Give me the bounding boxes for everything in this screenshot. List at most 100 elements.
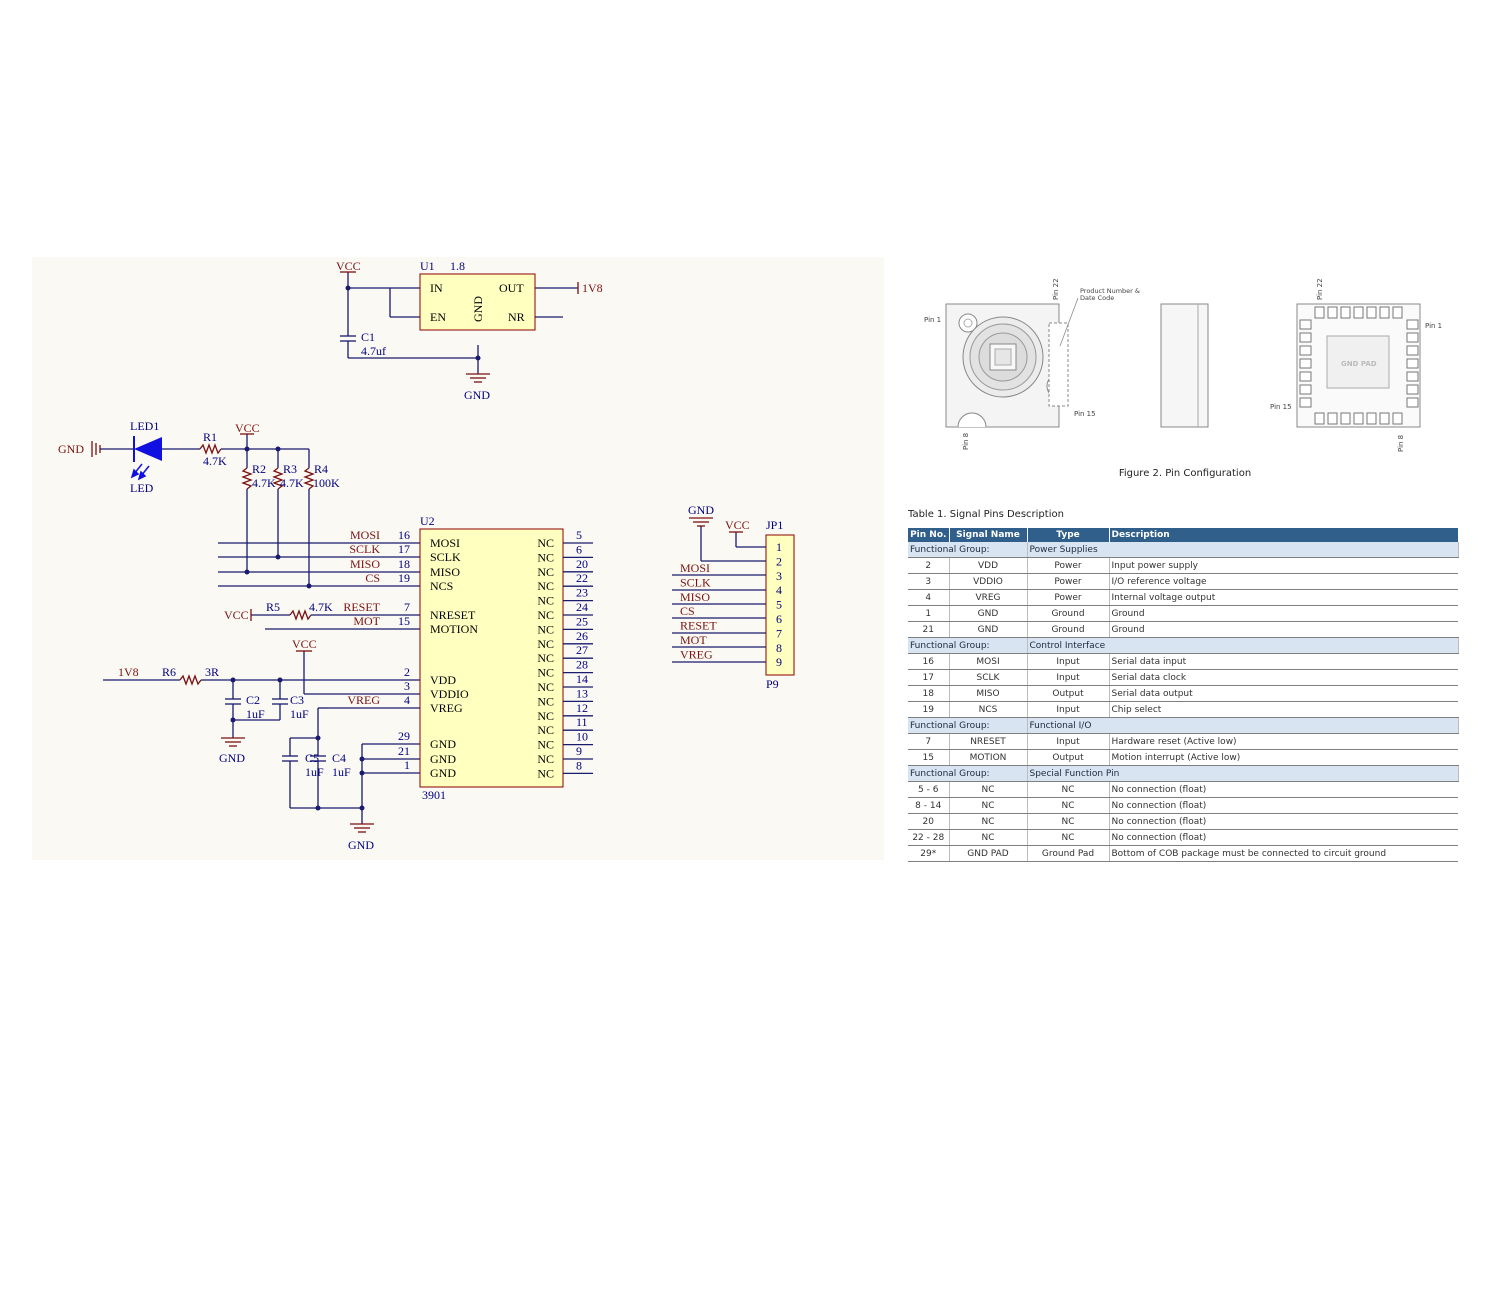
product-number-label: Product Number & <box>1080 287 1140 295</box>
signal-pins-table: Pin No. Signal Name Type Description Fun… <box>908 528 1459 862</box>
pad-icon <box>1314 306 1325 319</box>
nc-pin-number: 11 <box>576 715 588 729</box>
cell-type: Input <box>1027 701 1110 718</box>
pad-icon <box>1327 412 1338 425</box>
u1-ref: U1 <box>420 259 435 273</box>
r1-value: 4.7K <box>203 454 227 468</box>
cell-signal-name: MISO <box>949 685 1028 702</box>
nc-pin-number: 22 <box>576 571 588 585</box>
cell-pin-no: 22 - 28 <box>908 829 950 846</box>
cell-signal-name: GND <box>949 621 1028 638</box>
pad-icon <box>1299 332 1312 343</box>
cell-signal-name: NRESET <box>949 733 1028 750</box>
nc-pin-number: 26 <box>576 629 588 643</box>
u2-net-label: MOSI <box>350 528 380 542</box>
u2-pin-number: 19 <box>398 571 410 585</box>
cell-signal-name: MOTION <box>949 749 1028 766</box>
cell-description: Ground <box>1109 605 1458 622</box>
led-label: LED <box>130 481 154 495</box>
net-1v8-label: 1V8 <box>118 665 139 679</box>
pad-icon <box>1299 371 1312 382</box>
jp1-net-label: MOSI <box>680 561 710 575</box>
jp1-gnd-label: GND <box>688 503 714 517</box>
cell-type: Power <box>1027 573 1110 590</box>
pad-icon <box>1406 319 1419 330</box>
nc-pin-number: 6 <box>576 542 582 556</box>
nc-pin-name: NC <box>537 651 554 665</box>
cell-pin-no: 8 - 14 <box>908 797 950 814</box>
cell-signal-name: SCLK <box>949 669 1028 686</box>
nc-pin-name: NC <box>537 550 554 564</box>
group-row: Functional Group:Control Interface <box>908 637 1459 654</box>
u1-pin-nr: NR <box>508 310 525 324</box>
figure-caption: Figure 2. Pin Configuration <box>1118 468 1252 479</box>
cell-pin-no: 2 <box>908 557 950 574</box>
nc-pin-name: NC <box>537 752 554 766</box>
bottom-pin1-label: Pin 1 <box>1425 322 1442 330</box>
cell-signal-name: NC <box>949 813 1028 830</box>
group-row: Functional Group:Special Function Pin <box>908 765 1459 782</box>
cell-signal-name: GND <box>949 605 1028 622</box>
u2-part: 3901 <box>422 788 446 802</box>
jp1-pin-number: 7 <box>776 626 782 640</box>
r5-value: 4.7K <box>309 600 333 614</box>
u2-pin-name: GND <box>430 737 456 751</box>
pad-icon <box>1299 397 1312 408</box>
nc-pin-number: 28 <box>576 658 588 672</box>
jp1-net-label: SCLK <box>680 575 711 589</box>
u2-pin-name: MOSI <box>430 536 460 550</box>
pin-configuration-figure: Pin 22 Pin 1 Pin 15 Pin 8 Product Number… <box>924 278 1442 452</box>
cell-description: Ground <box>1109 621 1458 638</box>
jp1-net-label: RESET <box>680 619 717 633</box>
nc-pin-name: NC <box>537 594 554 608</box>
cell-description: Chip select <box>1109 701 1458 718</box>
nc-pin-name: NC <box>537 536 554 550</box>
u2-pin-number: 21 <box>398 744 410 758</box>
bottom-pin8-label: Pin 8 <box>1397 435 1405 452</box>
jp1-net-label: MOT <box>680 633 707 647</box>
u2-pin-number: 4 <box>404 693 410 707</box>
pad-icon <box>1406 358 1419 369</box>
nc-pin-number: 27 <box>576 643 588 657</box>
r6-value: 3R <box>205 665 219 679</box>
pad-icon <box>1392 306 1403 319</box>
cell-pin-no: 21 <box>908 621 950 638</box>
led-ref: LED1 <box>130 419 159 433</box>
cell-pin-no: 20 <box>908 813 950 830</box>
gnd-left-label: GND <box>219 751 245 765</box>
sensor-body <box>419 528 564 788</box>
c5-ref: C5 <box>305 751 319 765</box>
pad-icon <box>1340 306 1351 319</box>
cell-pin-no: 16 <box>908 653 950 670</box>
nc-pin-number: 20 <box>576 557 588 571</box>
jp1-ref: JP1 <box>766 518 783 532</box>
u1-pin-out: OUT <box>499 281 524 295</box>
c4-ref: C4 <box>332 751 346 765</box>
c2-value: 1uF <box>246 707 265 721</box>
cell-type: Input <box>1027 669 1110 686</box>
cell-type: Ground <box>1027 605 1110 622</box>
c3-value: 1uF <box>290 707 309 721</box>
cell-type: Power <box>1027 557 1110 574</box>
cell-description: No connection (float) <box>1109 813 1458 830</box>
junction-dot <box>345 285 351 291</box>
header-description: Description <box>1109 528 1459 542</box>
pad-icon <box>1379 306 1390 319</box>
bottom-pin15-label: Pin 15 <box>1270 403 1292 411</box>
cell-pin-no: 18 <box>908 685 950 702</box>
jp1-vcc-label: VCC <box>725 518 750 532</box>
c5-value: 1uF <box>305 765 324 779</box>
group-name: Control Interface <box>1027 637 1459 654</box>
cell-type: NC <box>1027 797 1110 814</box>
pad-icon <box>1406 397 1419 408</box>
c1-ref: C1 <box>361 330 375 344</box>
cell-signal-name: GND PAD <box>949 845 1028 862</box>
cell-type: Output <box>1027 685 1110 702</box>
pad-icon <box>1406 371 1419 382</box>
r1-ref: R1 <box>203 430 217 444</box>
